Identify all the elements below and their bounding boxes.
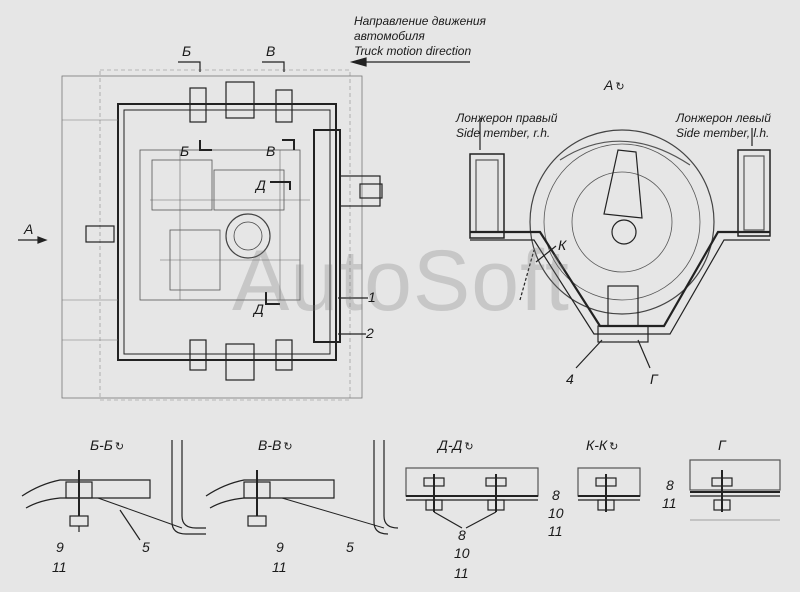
- rotate-icon: ↻: [609, 441, 619, 453]
- rotate-icon: ↻: [615, 81, 625, 93]
- bb-callout-9: 9: [56, 539, 64, 555]
- cut-k-label: К: [558, 237, 567, 253]
- bb-callout-11: 11: [52, 559, 67, 575]
- section-dd-letters: Д-Д: [438, 437, 463, 453]
- callout-2: 2: [366, 325, 374, 341]
- section-vv-title: В-В↻: [258, 438, 293, 454]
- rotate-icon: ↻: [114, 441, 125, 453]
- kk-callout-8: 8: [552, 487, 560, 503]
- section-bb-title: Б-Б↻: [90, 438, 124, 454]
- side-left-ru: Лонжерон левый: [676, 111, 771, 125]
- view-a-letter: А: [604, 77, 614, 93]
- g-callout-11: 11: [662, 495, 677, 511]
- vv-callout-11: 11: [272, 559, 287, 575]
- cut-v-mid: В: [266, 143, 276, 159]
- dd-callout-10: 10: [454, 545, 470, 561]
- section-vv-drawing: [205, 440, 399, 535]
- main-plan-view: [18, 61, 383, 401]
- kk-callout-10: 10: [548, 505, 564, 521]
- side-right-ru: Лонжерон правый: [456, 111, 558, 125]
- vv-callout-9: 9: [276, 539, 284, 555]
- bb-callout-5: 5: [142, 539, 150, 555]
- g-callout-8: 8: [666, 477, 674, 493]
- section-g-title: Г: [718, 437, 726, 453]
- direction-arrow: [349, 57, 470, 67]
- side-left-en: Side member, l.h.: [676, 126, 770, 140]
- detail-g-label: Г: [650, 371, 658, 387]
- section-bb-letters: Б-Б: [90, 437, 113, 453]
- section-vv-letters: В-В: [258, 437, 282, 453]
- direction-ru: Направление движения: [354, 14, 486, 28]
- section-kk-letters: К-К: [586, 437, 608, 453]
- side-right-en: Side member, r.h.: [456, 126, 551, 140]
- view-a-title: А↻: [604, 78, 625, 94]
- callout-4: 4: [566, 371, 574, 387]
- section-kk-title: К-К↻: [586, 438, 618, 454]
- cut-d-low: Д: [254, 301, 264, 317]
- cut-b-mid: Б: [180, 143, 190, 159]
- dd-callout-8: 8: [458, 527, 466, 543]
- rotate-icon: ↻: [283, 441, 293, 453]
- section-g-drawing: [689, 459, 781, 521]
- rotate-icon: ↻: [464, 441, 474, 453]
- kk-callout-11: 11: [548, 523, 563, 539]
- section-bb-drawing: [21, 440, 206, 541]
- callout-1: 1: [368, 289, 376, 305]
- view-arrow-a-label: А: [24, 221, 34, 237]
- cut-b-top: Б: [182, 43, 192, 59]
- cut-v-top: В: [266, 43, 276, 59]
- watermark: AutoSoft: [232, 233, 570, 329]
- section-dd-title: Д-Д↻: [438, 438, 474, 454]
- direction-ru2: автомобиля: [354, 29, 425, 43]
- direction-en: Truck motion direction: [354, 44, 472, 58]
- view-a-section: [469, 118, 771, 369]
- section-kk-drawing: [577, 467, 641, 512]
- cut-d-mid: Д: [256, 177, 266, 193]
- dd-callout-11: 11: [454, 565, 469, 581]
- vv-callout-5: 5: [346, 539, 354, 555]
- section-dd-drawing: [405, 467, 539, 529]
